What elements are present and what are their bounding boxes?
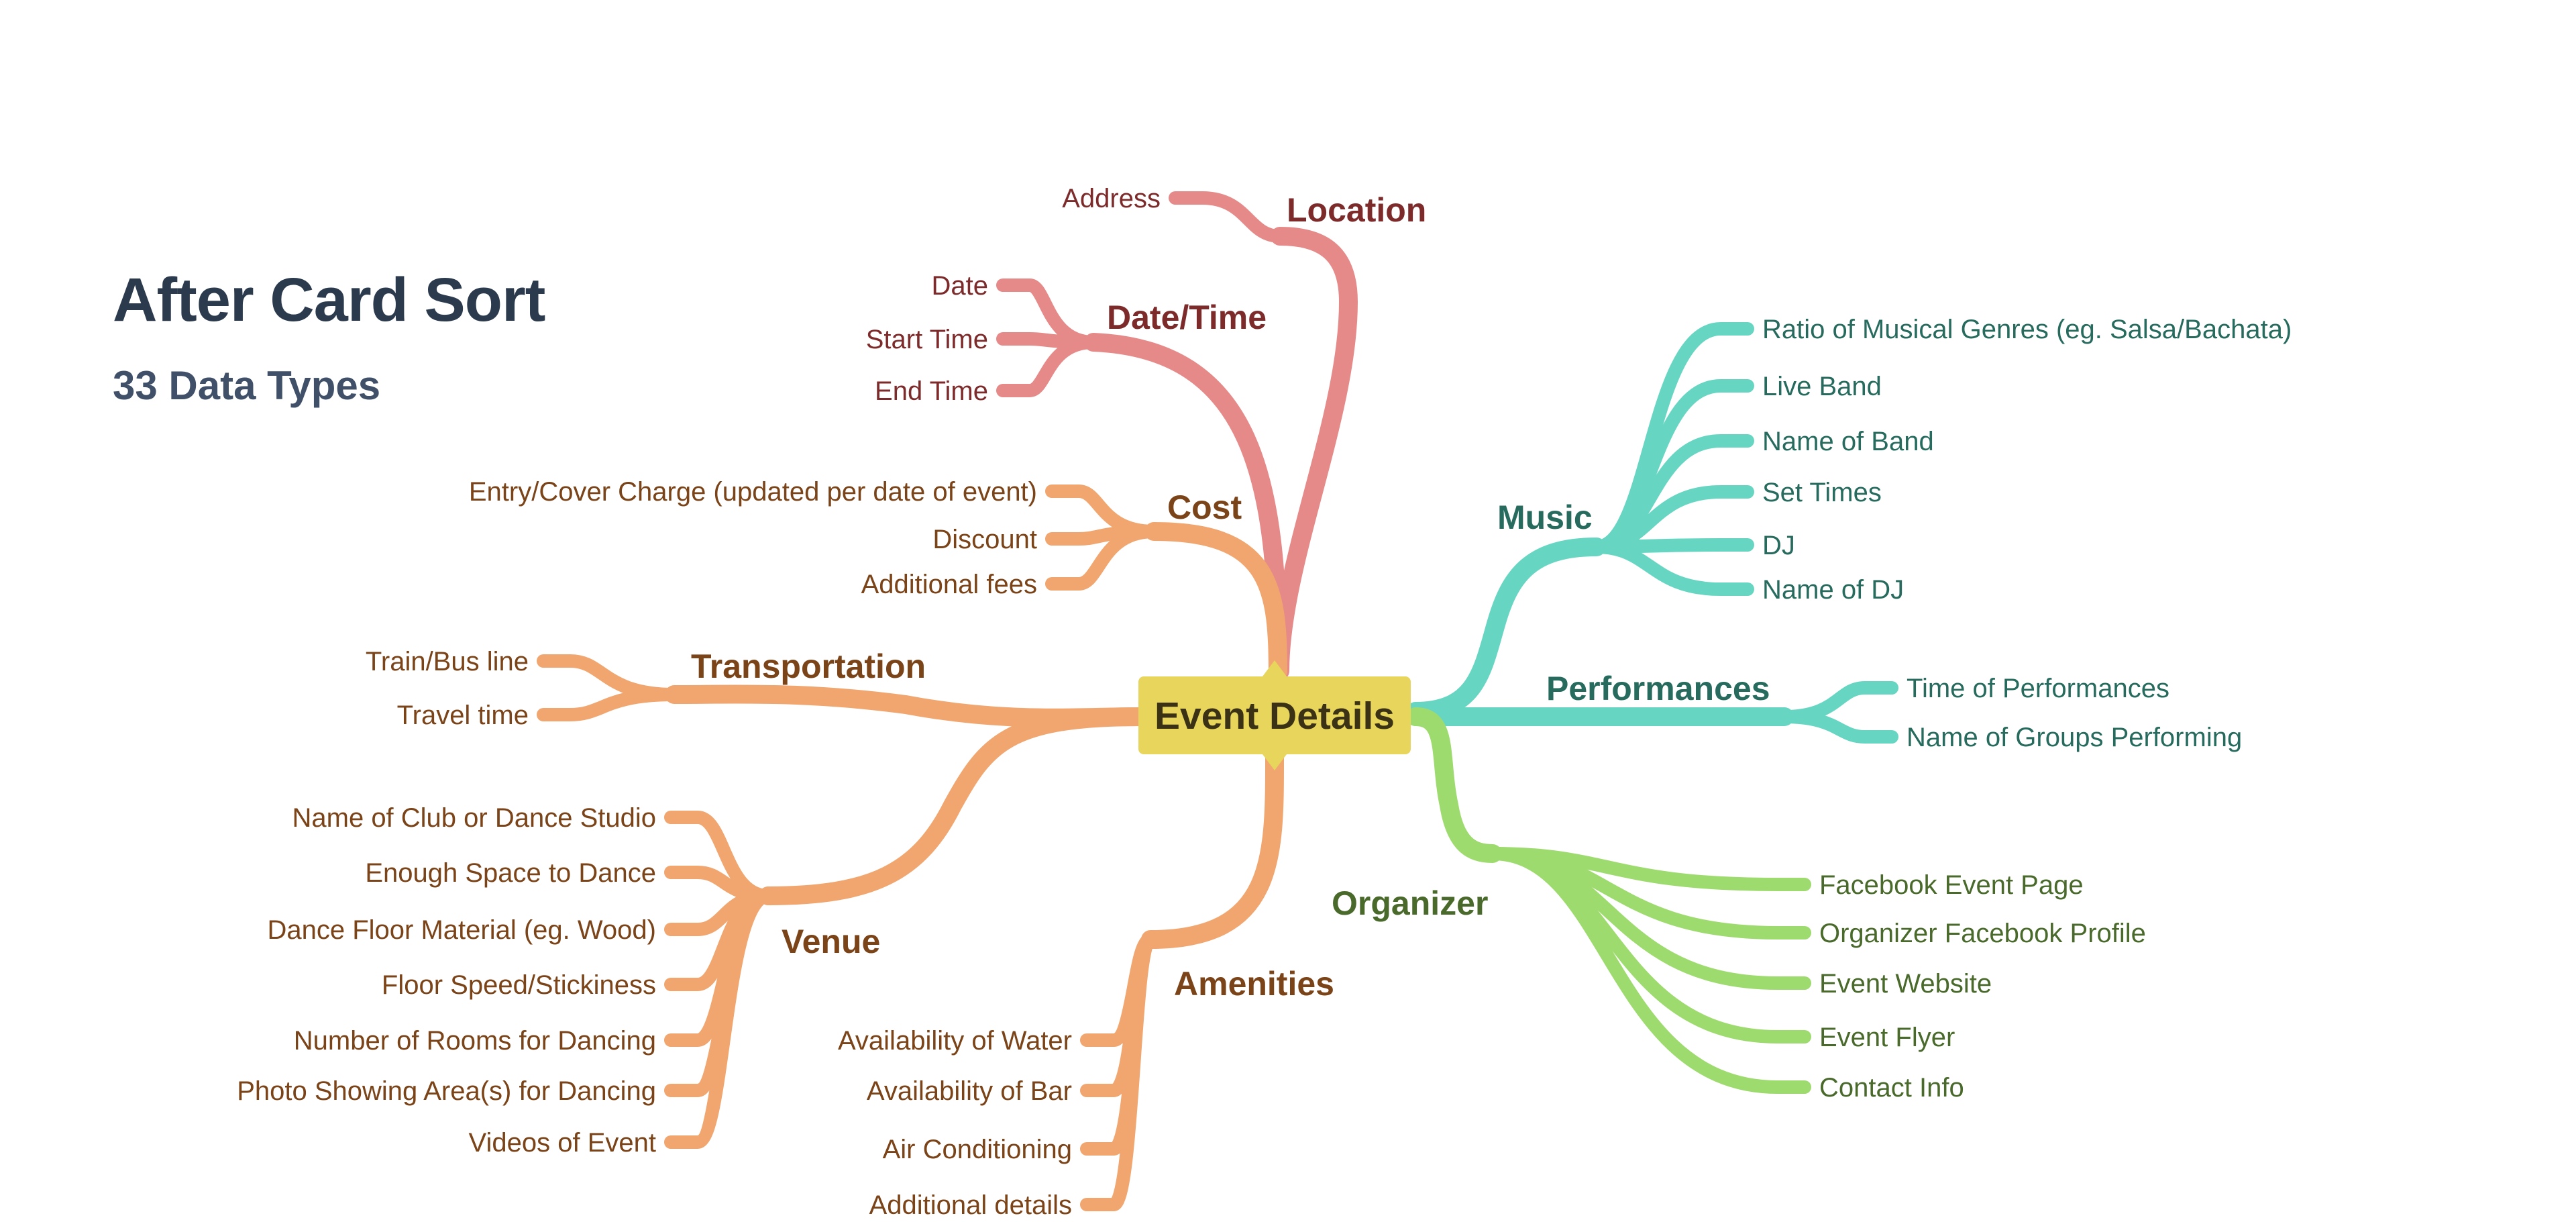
amenities-subtopic[interactable]: Availability of Water <box>838 1026 1072 1056</box>
venue-topic[interactable]: Venue <box>782 923 880 960</box>
transportation-subtopic[interactable]: Train/Bus line <box>366 647 529 676</box>
location-trunk <box>1271 227 1358 680</box>
organizer-subtopic[interactable]: Facebook Event Page <box>1819 870 2084 900</box>
central-topic-label: Event Details <box>1155 695 1395 737</box>
cost-subtopic[interactable]: Additional fees <box>861 570 1037 599</box>
datetime-subtopic[interactable]: Date <box>932 271 989 301</box>
performances-subtopic[interactable]: Name of Groups Performing <box>1907 723 2242 752</box>
datetime-leaf-connector <box>996 336 1100 397</box>
cost-leaf-connector <box>1045 525 1161 591</box>
amenities-subtopic[interactable]: Air Conditioning <box>883 1135 1072 1164</box>
organizer-subtopic[interactable]: Event Website <box>1819 969 1992 999</box>
transportation-topic[interactable]: Transportation <box>691 648 926 685</box>
amenities-topic[interactable]: Amenities <box>1174 965 1334 1003</box>
performances-leaf-connector <box>1778 710 1898 744</box>
amenities-trunk <box>1141 749 1284 949</box>
datetime-topic[interactable]: Date/Time <box>1107 299 1267 336</box>
performances-subtopic[interactable]: Time of Performances <box>1907 674 2169 703</box>
cost-subtopic[interactable]: Entry/Cover Charge (updated per date of … <box>469 477 1037 507</box>
cost-subtopic[interactable]: Discount <box>932 525 1037 554</box>
amenities-subtopic[interactable]: Additional details <box>869 1190 1072 1220</box>
cost-trunk <box>1144 522 1287 680</box>
location-topic[interactable]: Location <box>1287 191 1426 229</box>
datetime-subtopic[interactable]: End Time <box>875 376 988 406</box>
venue-subtopic[interactable]: Videos of Event <box>469 1128 656 1158</box>
venue-leaf-connector <box>664 889 775 1149</box>
music-subtopic[interactable]: DJ <box>1762 531 1795 560</box>
organizer-leaf-connector <box>1486 847 1811 1094</box>
venue-trunk <box>759 707 1150 905</box>
music-trunk <box>1406 538 1606 721</box>
location-subtopic[interactable]: Address <box>1062 184 1161 213</box>
amenities-subtopic[interactable]: Availability of Bar <box>867 1076 1072 1106</box>
music-subtopic[interactable]: Live Band <box>1762 372 1882 401</box>
music-topic[interactable]: Music <box>1497 499 1593 536</box>
organizer-trunk <box>1406 707 1502 863</box>
music-subtopic[interactable]: Name of Band <box>1762 427 1934 456</box>
transportation-subtopic[interactable]: Travel time <box>397 701 529 730</box>
location-leaf-connector <box>1169 191 1287 243</box>
transportation-leaf-connector <box>537 688 681 721</box>
venue-subtopic[interactable]: Number of Rooms for Dancing <box>294 1026 656 1056</box>
page-subtitle: 33 Data Types <box>113 363 381 408</box>
central-topic-box[interactable] <box>1138 676 1411 754</box>
central-topic[interactable]: Event Details <box>1138 660 1411 770</box>
organizer-subtopic[interactable]: Organizer Facebook Profile <box>1819 919 2146 948</box>
venue-subtopic[interactable]: Enough Space to Dance <box>365 858 656 888</box>
venue-subtopic[interactable]: Photo Showing Area(s) for Dancing <box>237 1076 656 1106</box>
venue-subtopic[interactable]: Floor Speed/Stickiness <box>382 970 656 1000</box>
datetime-subtopic[interactable]: Start Time <box>866 325 988 354</box>
music-subtopic[interactable]: Name of DJ <box>1762 575 1904 605</box>
music-leaf-connector <box>1590 540 1754 596</box>
page-title: After Card Sort <box>113 266 545 334</box>
amenities-leaf-connector <box>1080 933 1157 1211</box>
performances-topic[interactable]: Performances <box>1546 670 1770 707</box>
cost-topic[interactable]: Cost <box>1167 489 1242 526</box>
music-subtopic[interactable]: Ratio of Musical Genres (eg. Salsa/Bacha… <box>1762 315 2292 344</box>
organizer-subtopic[interactable]: Contact Info <box>1819 1073 1964 1103</box>
organizer-subtopic[interactable]: Event Flyer <box>1819 1023 1955 1052</box>
venue-subtopic[interactable]: Dance Floor Material (eg. Wood) <box>268 915 657 945</box>
music-subtopic[interactable]: Set Times <box>1762 478 1882 507</box>
venue-subtopic[interactable]: Name of Club or Dance Studio <box>292 803 657 833</box>
organizer-topic[interactable]: Organizer <box>1332 884 1488 922</box>
